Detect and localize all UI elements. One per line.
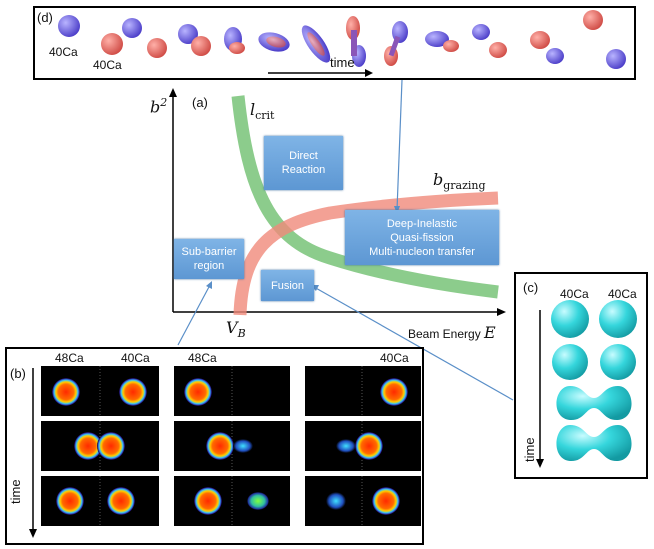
- nucleus-blue: [178, 24, 198, 44]
- deep-inelastic-line2: Quasi-fission: [390, 231, 454, 244]
- b-nucleus: [97, 432, 125, 460]
- fusion-label: Fusion: [270, 279, 305, 292]
- b-nucleus: [380, 378, 408, 406]
- nucleus-red: [101, 33, 123, 55]
- panel-b-col1-right: 40Ca: [121, 351, 150, 365]
- panel-d-left-nucleus: 40Ca: [49, 45, 78, 59]
- b-nucleus: [119, 378, 147, 406]
- panel-c-nuclei: [536, 300, 637, 468]
- panel-d-time-label: time: [330, 55, 355, 70]
- panel-c-right: 40Ca: [608, 287, 637, 301]
- b-nucleus: [74, 432, 102, 460]
- b-nucleus: [184, 378, 212, 406]
- c-nucleus: [552, 344, 588, 380]
- nucleus-neck: [351, 30, 357, 56]
- nucleus-red: [583, 10, 603, 30]
- nucleus-sep: [472, 24, 490, 40]
- deep-inelastic-box: Deep-Inelastic Quasi-fission Multi-nucle…: [345, 210, 499, 265]
- nucleus-neck: [388, 35, 401, 57]
- x-axis-label: Beam Energy E: [408, 323, 496, 342]
- c-dinuclear: [556, 425, 632, 462]
- nucleus-merged: [307, 32, 325, 56]
- panel-a-label: (a): [192, 95, 208, 110]
- c-time-arrow-head: [536, 459, 544, 468]
- nucleus-sep: [546, 48, 564, 64]
- nucleus-sep: [425, 31, 449, 47]
- nucleus-blue: [122, 18, 142, 38]
- nucleus-red: [147, 38, 167, 58]
- lcrit-label: lcrit: [250, 100, 275, 123]
- b-nucleus: [355, 432, 383, 460]
- fusion-box: Fusion: [261, 270, 314, 301]
- deep-inelastic-line1: Deep-Inelastic: [386, 217, 458, 230]
- panel-c-left: 40Ca: [560, 287, 589, 301]
- panel-b-col1-left: 48Ca: [55, 351, 84, 365]
- direct-reaction-box: Direct Reaction: [264, 136, 343, 190]
- panel-d-label: (d): [37, 10, 53, 25]
- nucleus-sep: [530, 31, 550, 49]
- vb-label: VB: [226, 318, 246, 341]
- b-nucleus: [372, 487, 400, 515]
- b-fragment: [233, 439, 253, 453]
- b-time-arrow-head: [29, 529, 37, 538]
- x-axis-arrow: [497, 308, 506, 316]
- b-fragment: [336, 439, 356, 453]
- nucleus-red: [191, 36, 211, 56]
- b-nucleus: [206, 432, 234, 460]
- nucleus-merged: [266, 36, 286, 48]
- panel-c-time-label: time: [522, 437, 537, 462]
- y-axis-arrow: [169, 88, 177, 97]
- bgrazing-curve: [233, 191, 499, 316]
- panel-b-time-label: time: [8, 479, 23, 504]
- link-arrow-b-head: [206, 281, 212, 289]
- bgrazing-label: bgrazing: [433, 170, 486, 193]
- direct-reaction-line2: Reaction: [281, 164, 326, 176]
- panel-c-label: (c): [523, 280, 539, 295]
- subbarrier-box: Sub-barrier region: [174, 239, 244, 279]
- panel-d-nuclei: [58, 10, 626, 77]
- b-fragment: [247, 492, 269, 510]
- nucleus-blue: [58, 15, 80, 37]
- subbarrier-line1: Sub-barrier: [181, 246, 237, 258]
- subbarrier-line2: region: [193, 260, 225, 272]
- nucleus-sep: [443, 40, 459, 52]
- c-nucleus: [600, 344, 636, 380]
- link-arrow-b: [177, 284, 211, 346]
- b-fragment: [326, 492, 346, 510]
- nucleus-blue: [606, 49, 626, 69]
- panel-b-col3-right: 40Ca: [380, 351, 409, 365]
- c-dinuclear: [556, 386, 632, 421]
- direct-reaction-line1: Direct: [289, 150, 318, 162]
- b-nucleus: [194, 487, 222, 515]
- b-nucleus: [56, 487, 84, 515]
- link-arrow-d: [396, 79, 403, 211]
- lcrit-curve: [231, 95, 499, 299]
- link-arrow-c: [313, 286, 514, 401]
- y-axis-label: b2: [150, 96, 168, 117]
- c-nucleus: [599, 300, 637, 338]
- b-nucleus: [52, 378, 80, 406]
- nucleus-sep: [489, 42, 507, 58]
- panel-b-col2-left: 48Ca: [188, 351, 217, 365]
- b-nucleus: [107, 487, 135, 515]
- c-nucleus: [551, 300, 589, 338]
- time-arrow-head: [365, 69, 373, 77]
- panel-b-label: (b): [10, 366, 26, 381]
- b-frame: [305, 476, 421, 526]
- deep-inelastic-line3: Multi-nucleon transfer: [369, 245, 475, 258]
- nucleus-mixed: [229, 42, 245, 54]
- panel-d-right-nucleus: 40Ca: [93, 58, 122, 72]
